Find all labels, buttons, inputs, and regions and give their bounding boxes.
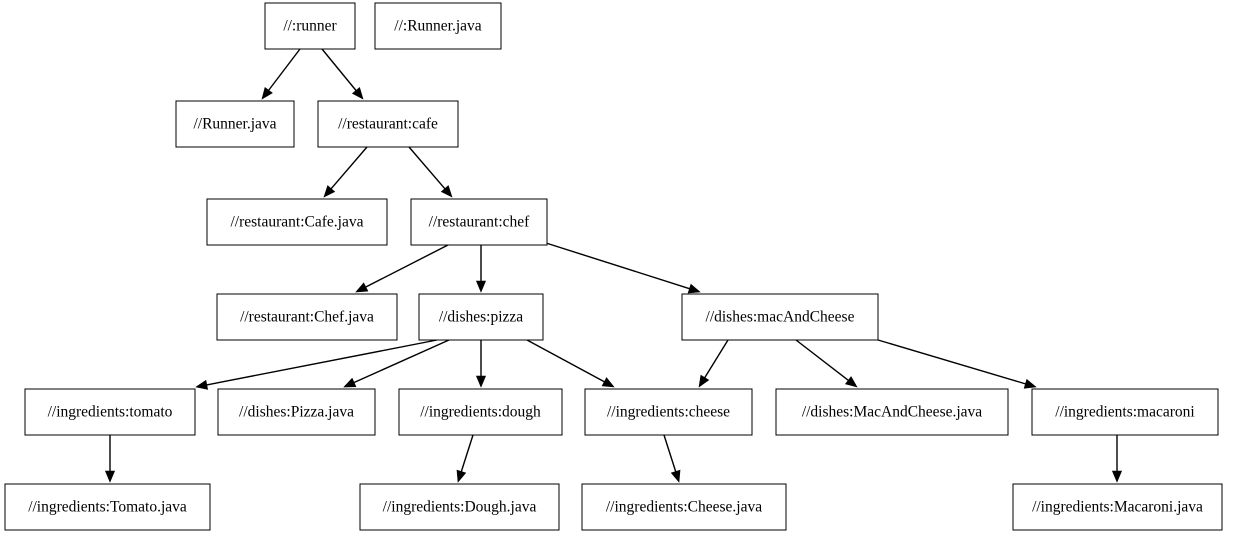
graph-edge [526, 339, 605, 383]
node-box[interactable] [581, 483, 787, 531]
graph-edge [365, 244, 449, 288]
graph-node-ing_dough_java[interactable]: //ingredients:Dough.java [359, 483, 560, 531]
graph-edge [268, 48, 301, 91]
node-label: //dishes:macAndCheese [706, 309, 855, 326]
graph-edge-arrowhead [601, 377, 615, 388]
graph-edge-arrowhead [475, 375, 487, 388]
graph-node-restaurant_cafe_java[interactable]: //restaurant:Cafe.java [206, 198, 388, 246]
node-box[interactable] [1012, 483, 1223, 531]
node-box[interactable] [175, 100, 295, 148]
node-box[interactable] [217, 388, 376, 436]
graph-node-runner_java[interactable]: //Runner.java [175, 100, 295, 148]
graph-edge [877, 339, 1026, 385]
node-box[interactable] [317, 100, 459, 148]
node-label: //restaurant:Cafe.java [231, 214, 364, 231]
graph-edge [408, 146, 446, 190]
graph-edge-arrowhead [323, 185, 336, 198]
node-box[interactable] [206, 198, 388, 246]
node-label: //dishes:MacAndCheese.java [802, 404, 982, 421]
graph-node-dishes_pizza_java[interactable]: //dishes:Pizza.java [217, 388, 376, 436]
graph-edge-arrowhead [1023, 378, 1037, 389]
graph-edge-arrowhead [351, 87, 364, 100]
edges-layer [104, 48, 1123, 483]
graph-edge-arrowhead [475, 280, 487, 293]
nodes-layer: //:runner //:Runner.java //Runner.java //re… [4, 2, 1223, 531]
graph-edge-arrowhead [104, 470, 116, 483]
node-label: //ingredients:Dough.java [383, 499, 537, 516]
node-label: //ingredients:Tomato.java [28, 499, 187, 516]
node-label: //dishes:pizza [439, 309, 523, 326]
node-label: //ingredients:Macaroni.java [1032, 499, 1203, 516]
graph-node-ing_macaroni[interactable]: //ingredients:macaroni [1031, 388, 1219, 436]
node-box[interactable] [398, 388, 563, 436]
graph-edge [321, 48, 357, 91]
node-box[interactable] [775, 388, 1009, 436]
graph-edge [704, 339, 729, 379]
graph-node-ing_tomato_java[interactable]: //ingredients:Tomato.java [4, 483, 211, 531]
graph-edge-arrowhead [1111, 470, 1123, 483]
node-label: //restaurant:chef [429, 214, 531, 231]
graph-node-ing_cheese_java[interactable]: //ingredients:Cheese.java [581, 483, 787, 531]
node-label: //ingredients:macaroni [1055, 404, 1195, 421]
node-label: //dishes:Pizza.java [239, 404, 354, 421]
graph-edge-arrowhead [670, 469, 681, 483]
node-label: //ingredients:cheese [607, 404, 730, 421]
graph-edge [353, 339, 450, 384]
node-box[interactable] [681, 293, 879, 341]
node-box[interactable] [264, 2, 356, 50]
graph-node-ing_tomato[interactable]: //ingredients:tomato [24, 388, 196, 436]
graph-node-ing_cheese[interactable]: //ingredients:cheese [584, 388, 753, 436]
node-box[interactable] [410, 198, 548, 246]
graph-node-restaurant_chef[interactable]: //restaurant:chef [410, 198, 548, 246]
graph-node-ing_dough[interactable]: //ingredients:dough [398, 388, 563, 436]
graph-edge [663, 434, 677, 472]
graph-edge-arrowhead [698, 374, 710, 388]
graph-node-runner_java_root[interactable]: //:Runner.java [374, 2, 502, 50]
graph-node-dishes_macandcheese[interactable]: //dishes:macAndCheese [681, 293, 879, 341]
node-label: //:runner [283, 18, 337, 35]
graph-edge-arrowhead [844, 376, 858, 388]
graph-edge-arrowhead [261, 86, 273, 100]
node-label: //ingredients:dough [420, 404, 541, 421]
node-label: //:Runner.java [394, 18, 482, 35]
graph-node-ing_macaroni_java[interactable]: //ingredients:Macaroni.java [1012, 483, 1223, 531]
node-box[interactable] [374, 2, 502, 50]
graph-edge-arrowhead [195, 379, 209, 390]
node-box[interactable] [418, 293, 544, 341]
graph-edge-arrowhead [343, 377, 357, 388]
node-box[interactable] [1031, 388, 1219, 436]
graph-edge-arrowhead [355, 282, 369, 293]
node-box[interactable] [24, 388, 196, 436]
node-box[interactable] [4, 483, 211, 531]
graph-edge [206, 339, 438, 386]
node-label: //ingredients:Cheese.java [606, 499, 762, 516]
node-box[interactable] [359, 483, 560, 531]
graph-edge [330, 146, 368, 190]
graph-node-restaurant_cafe[interactable]: //restaurant:cafe [317, 100, 459, 148]
graph-node-dishes_macandcheese_java[interactable]: //dishes:MacAndCheese.java [775, 388, 1009, 436]
node-label: //restaurant:cafe [338, 116, 438, 133]
graph-node-restaurant_chef_java[interactable]: //restaurant:Chef.java [216, 293, 398, 341]
graph-node-dishes_pizza[interactable]: //dishes:pizza [418, 293, 544, 341]
graph-edge-arrowhead [687, 283, 701, 294]
node-box[interactable] [216, 293, 398, 341]
node-label: //ingredients:tomato [48, 404, 173, 421]
graph-edge-arrowhead [456, 469, 467, 483]
graph-edge [460, 434, 474, 472]
node-label: //restaurant:Chef.java [240, 309, 374, 326]
graph-edge-arrowhead [440, 185, 453, 198]
node-label: //Runner.java [193, 116, 276, 133]
graph-edge [795, 339, 849, 381]
graph-edge [545, 242, 690, 290]
graph-node-runner[interactable]: //:runner [264, 2, 356, 50]
node-box[interactable] [584, 388, 753, 436]
